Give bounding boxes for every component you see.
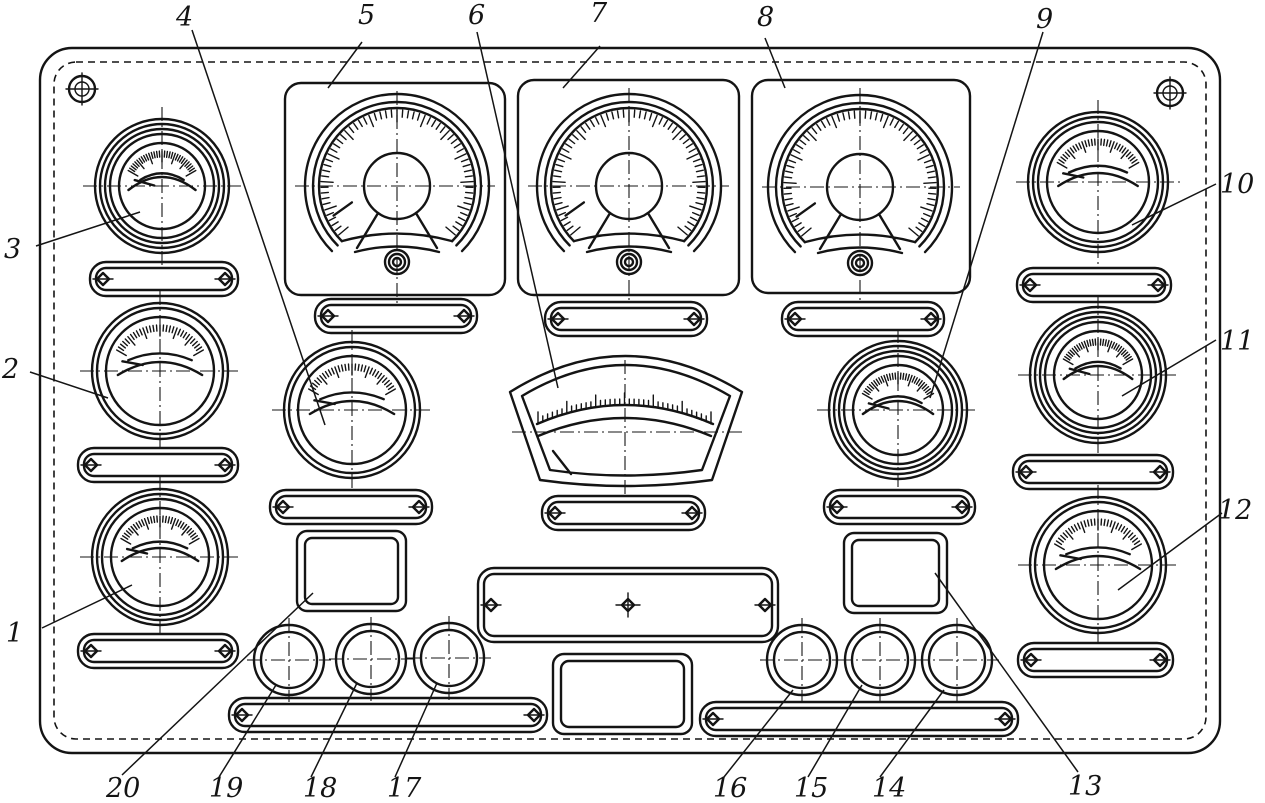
leader-line-13 [934, 572, 1079, 773]
plate-center [476, 566, 780, 644]
leader-line-10 [1131, 183, 1217, 226]
plate-12 [1016, 641, 1175, 679]
callout-label-5: 5 [358, 0, 375, 31]
plate-5 [313, 297, 479, 335]
callout-label-8: 8 [757, 2, 774, 33]
boxed-meter-5 [283, 81, 507, 303]
round-knobs [247, 616, 999, 702]
plate-11 [1011, 453, 1175, 491]
leader-line-8 [764, 37, 786, 89]
leader-line-4 [191, 29, 326, 426]
plate-bottom-left [227, 696, 549, 734]
knob-19 [247, 618, 331, 702]
leader-line-15 [807, 684, 863, 778]
leader-line-12 [1117, 512, 1223, 591]
callout-label-10: 10 [1220, 169, 1254, 200]
plate-7 [543, 300, 709, 338]
plate-4 [268, 488, 434, 526]
plate-6 [540, 494, 707, 532]
leader-line-6 [476, 31, 559, 389]
leader-line-1 [41, 584, 133, 629]
callout-label-12: 12 [1218, 495, 1252, 526]
gauge-11 [1018, 295, 1178, 455]
leader-line-3 [35, 211, 141, 247]
plate-1 [76, 632, 240, 670]
leader-line-14 [879, 689, 945, 778]
callout-label-18: 18 [303, 773, 337, 803]
knob-14 [915, 618, 999, 702]
bottom-center-window [551, 652, 694, 736]
callout-label-3: 3 [4, 234, 21, 265]
gauge-12 [1018, 485, 1178, 645]
callout-label-20: 20 [105, 773, 140, 803]
panel-frame [38, 46, 1222, 755]
gauge-1 [80, 477, 240, 637]
leader-line-16 [723, 689, 794, 778]
leader-line-19 [218, 684, 277, 778]
callout-label-17: 17 [387, 773, 422, 803]
fan-meter [508, 354, 745, 495]
plate-8 [780, 300, 946, 338]
callout-label-7: 7 [590, 0, 608, 29]
callout-label-11: 11 [1220, 326, 1254, 357]
gauge-9 [817, 329, 979, 491]
callout-label-14: 14 [872, 773, 906, 803]
switch-window-right [842, 531, 949, 615]
corner-screw-right [1153, 76, 1187, 110]
plate-9 [822, 488, 977, 526]
callout-label-16: 16 [713, 773, 747, 803]
plate-10 [1015, 266, 1173, 304]
callout-leader-lines [29, 29, 1223, 778]
leader-line-2 [29, 371, 109, 399]
gauge-2 [80, 291, 240, 451]
leader-line-20 [121, 592, 314, 776]
leader-line-7 [562, 45, 601, 89]
gauge-4 [272, 330, 432, 490]
knob-18 [329, 617, 413, 701]
boxed-meter-7 [516, 78, 741, 303]
boxed-meter-8 [750, 78, 972, 301]
leader-line-18 [310, 682, 358, 778]
knob-17 [407, 616, 491, 700]
leader-line-5 [327, 41, 363, 89]
plate-3 [88, 260, 240, 298]
callout-label-19: 19 [209, 773, 243, 803]
callout-label-1: 1 [6, 618, 23, 649]
callout-label-4: 4 [175, 2, 193, 33]
plate-bottom-right [698, 700, 1020, 738]
gauge-10 [1016, 100, 1180, 264]
callout-label-9: 9 [1036, 4, 1053, 35]
callout-label-13: 13 [1068, 771, 1102, 802]
callout-label-2: 2 [1, 354, 19, 385]
leader-line-17 [394, 682, 438, 778]
round-gauges [80, 100, 1180, 645]
callout-label-6: 6 [468, 0, 485, 31]
label-plates [76, 260, 1175, 738]
large-boxed-meters [283, 78, 972, 303]
switch-window-left [295, 529, 408, 613]
knob-15 [838, 618, 922, 702]
callout-label-15: 15 [794, 773, 828, 803]
gauge-3 [83, 107, 241, 265]
knob-16 [760, 618, 844, 702]
corner-screw-left [65, 72, 99, 106]
leader-line-9 [929, 31, 1044, 399]
plate-2 [76, 446, 240, 484]
leader-line-11 [1121, 339, 1217, 397]
